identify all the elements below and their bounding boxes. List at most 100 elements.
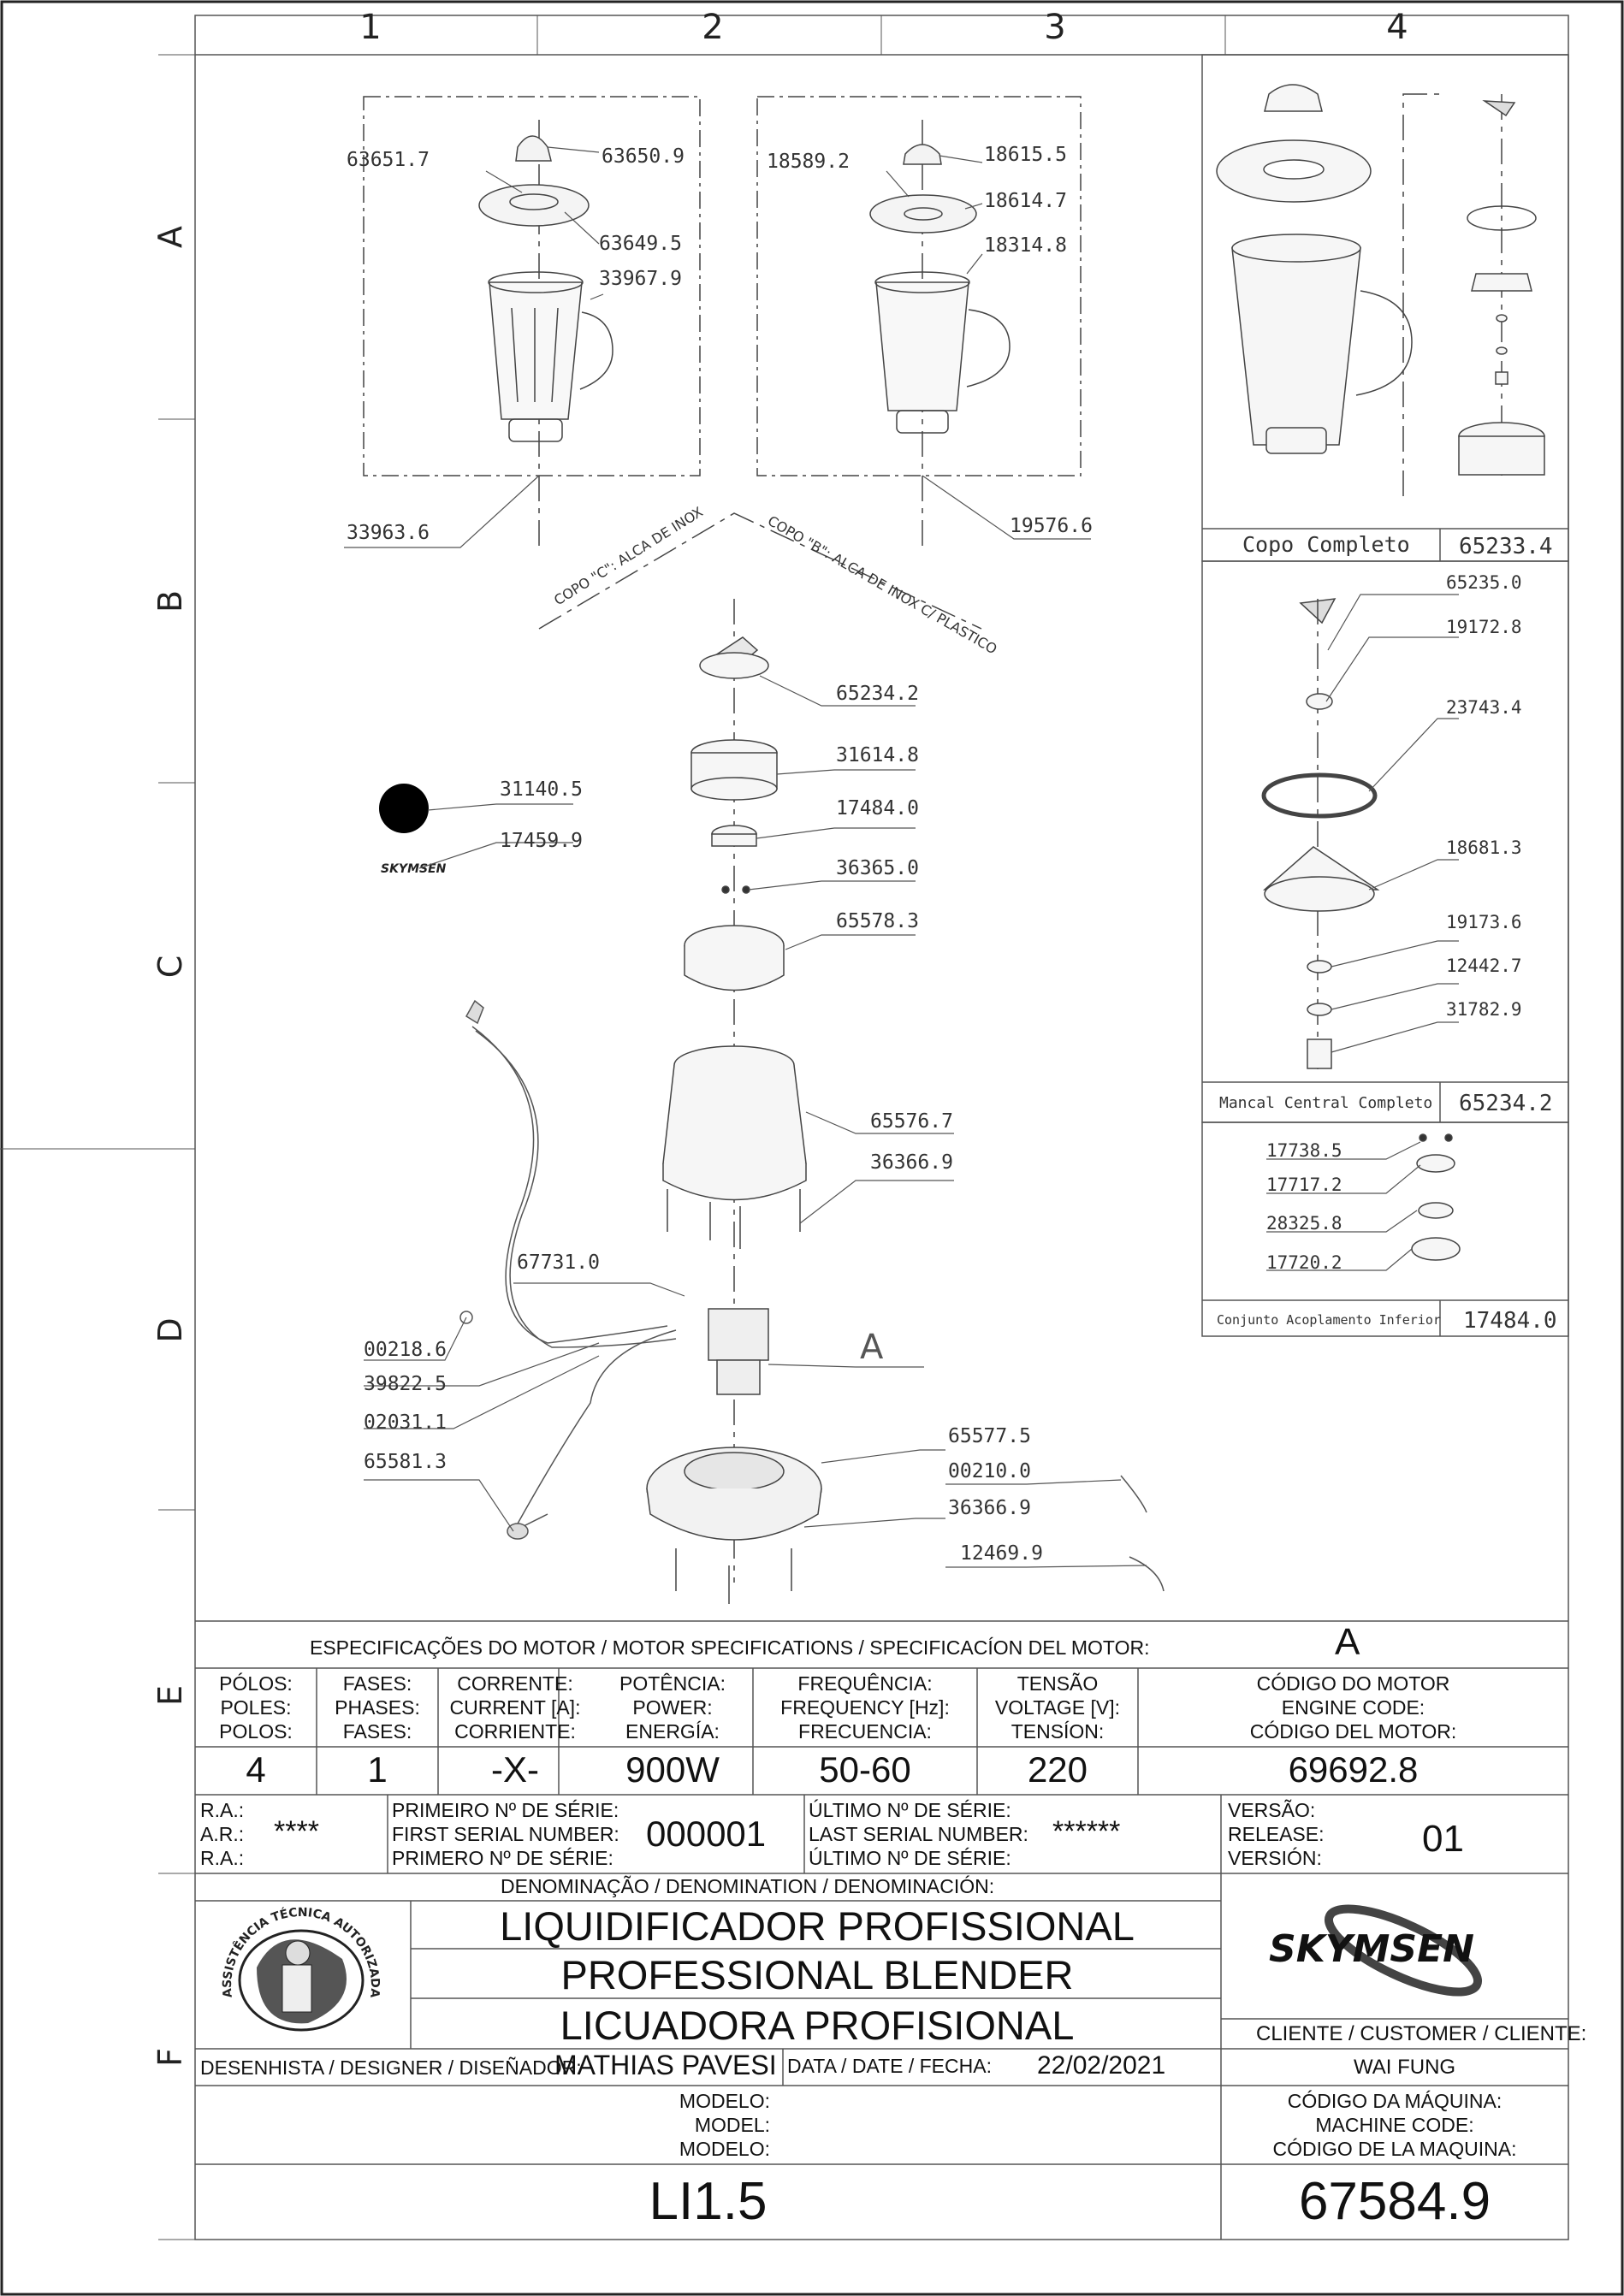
part-number: 31782.9	[1446, 999, 1522, 1020]
row-label: E	[151, 1685, 189, 1706]
acoplamento-code: 17484.0	[1463, 1308, 1557, 1334]
spec-value-phases: 1	[367, 1749, 388, 1790]
small-logo: SKYMSEN	[381, 862, 447, 876]
cup-c-group	[363, 96, 701, 547]
column-label: 2	[702, 8, 723, 47]
spec-col-current: CORRENTE:CURRENT [A]:CORRIENTE:	[449, 1672, 581, 1743]
part-number: 17459.9	[500, 830, 583, 852]
denomination-heading: DENOMINAÇÃO / DENOMINATION / DENOMINACIÓ…	[501, 1875, 995, 1897]
part-number: 18681.3	[1446, 837, 1522, 858]
first-serial-value: 000001	[646, 1814, 767, 1854]
title-es: LICUADORA PROFISIONAL	[560, 2003, 1075, 2048]
machine-code-value: 67584.9	[1298, 2172, 1491, 2231]
power-cable	[459, 999, 1165, 1592]
part-number: 63649.5	[599, 233, 682, 255]
row-label: B	[151, 590, 189, 612]
date-label: DATA / DATE / FECHA:	[787, 2055, 992, 2077]
machine-code-labels: CÓDIGO DA MÁQUINA:MACHINE CODE:CÓDIGO DE…	[1272, 2090, 1517, 2160]
spec-heading: ESPECIFICAÇÕES DO MOTOR / MOTOR SPECIFIC…	[310, 1636, 1150, 1659]
row-label: F	[151, 2048, 189, 2067]
center-parts	[646, 636, 822, 1604]
spec-col-phases: FASES:PHASES:FASES:	[335, 1672, 420, 1743]
part-number: 12442.7	[1446, 956, 1522, 976]
part-number: 65581.3	[364, 1451, 447, 1473]
part-number: 17484.0	[836, 797, 919, 820]
client-label: CLIENTE / CUSTOMER / CLIENTE:	[1256, 2022, 1587, 2045]
part-number: 00218.6	[364, 1339, 447, 1361]
part-number: 65576.7	[870, 1110, 953, 1133]
part-number: 65235.0	[1446, 572, 1522, 593]
date-value: 22/02/2021	[1037, 2051, 1166, 2080]
part-number: 23743.4	[1446, 697, 1522, 718]
part-number: 65577.5	[948, 1425, 1031, 1447]
version-labels: VERSÃO:RELEASE:VERSIÓN:	[1228, 1799, 1325, 1869]
ra-value: ****	[274, 1815, 319, 1848]
part-number: 33967.9	[599, 268, 682, 290]
brand-logo: SKYMSEN	[1269, 1904, 1483, 1997]
column-label: 4	[1386, 8, 1408, 47]
part-number: 17720.2	[1266, 1252, 1342, 1273]
column-label: 1	[359, 8, 381, 47]
part-number: 18615.5	[984, 144, 1067, 166]
last-serial-value: ******	[1052, 1815, 1121, 1848]
spec-col-power: POTÊNCIA:POWER:ENERGÍA:	[619, 1672, 726, 1743]
part-number: 18614.7	[984, 190, 1067, 212]
row-label: C	[151, 956, 189, 979]
part-number: 31614.8	[836, 744, 919, 766]
cup-b-group	[756, 96, 1082, 547]
cup-b-label: COPO "B": ALCA DE INOX C/ PLASTICO	[765, 512, 1000, 658]
part-number: 17717.2	[1266, 1175, 1342, 1195]
part-number: 28325.8	[1266, 1213, 1342, 1234]
designer-label: DESENHISTA / DESIGNER / DISEÑADOR:	[200, 2056, 582, 2079]
spec-value-engine-code: 69692.8	[1288, 1749, 1419, 1790]
part-number: 65234.2	[836, 683, 919, 705]
part-number: 02031.1	[364, 1411, 447, 1434]
brand-name: SKYMSEN	[1269, 1927, 1474, 1971]
part-number: 36366.9	[948, 1497, 1031, 1519]
part-number: 12469.9	[960, 1542, 1043, 1565]
part-number: 19173.6	[1446, 912, 1522, 932]
authorized-service-badge: ASSISTÊNCIA TÉCNICA AUTORIZADA	[221, 1906, 382, 2032]
row-label: A	[151, 226, 189, 248]
part-number: 63651.7	[347, 149, 430, 171]
part-number: 39822.5	[364, 1373, 447, 1395]
part-number: 67731.0	[517, 1252, 600, 1274]
title-pt: LIQUIDIFICADOR PROFISSIONAL	[500, 1903, 1135, 1949]
last-serial-labels: ÚLTIMO Nº DE SÉRIE:LAST SERIAL NUMBER:ÚL…	[809, 1799, 1028, 1869]
designer-value: MATHIAS PAVESI	[554, 2050, 777, 2080]
coupling-drawing	[1411, 1133, 1461, 1261]
mancal-label: Mancal Central Completo	[1219, 1094, 1432, 1112]
spec-table-grid	[195, 1620, 1568, 2240]
part-number: 63650.9	[602, 145, 685, 168]
model-value: LI1.5	[649, 2172, 768, 2231]
acoplamento-label: Conjunto Acoplamento Inferior	[1217, 1312, 1441, 1328]
spec-value-voltage: 220	[1027, 1749, 1088, 1790]
client-value: WAI FUNG	[1354, 2056, 1456, 2079]
first-serial-labels: PRIMEIRO Nº DE SÉRIE:FIRST SERIAL NUMBER…	[392, 1799, 619, 1869]
motor-ref-label: A	[860, 1328, 884, 1367]
part-number: 00210.0	[948, 1460, 1031, 1482]
part-number: 18314.8	[984, 234, 1067, 257]
spec-value-frequency: 50-60	[819, 1749, 911, 1790]
spec-col-poles: PÓLOS:POLES:POLOS:	[219, 1672, 293, 1743]
ra-labels: R.A.:A.R.:R.A.:	[200, 1799, 245, 1869]
part-number: 65578.3	[836, 910, 919, 932]
column-label: 3	[1044, 8, 1065, 47]
dot-label-icon	[379, 784, 429, 833]
copo-completo-label: Copo Completo	[1242, 532, 1410, 557]
spec-value-poles: 4	[246, 1749, 266, 1790]
part-number: 31140.5	[500, 778, 583, 801]
cup-c-label: COPO "C": ALCA DE INOX	[551, 504, 706, 609]
spec-value-current: -X-	[491, 1749, 539, 1790]
mancal-drawing	[1261, 598, 1380, 1069]
version-value: 01	[1422, 1818, 1464, 1860]
spec-col-frequency: FREQUÊNCIA:FREQUENCY [Hz]:FRECUENCIA:	[780, 1672, 950, 1743]
model-labels: MODELO:MODEL:MODELO:	[679, 2090, 770, 2160]
part-number: 19172.8	[1446, 617, 1522, 637]
part-number: 19576.6	[1010, 515, 1093, 537]
part-number: 18589.2	[767, 151, 850, 173]
